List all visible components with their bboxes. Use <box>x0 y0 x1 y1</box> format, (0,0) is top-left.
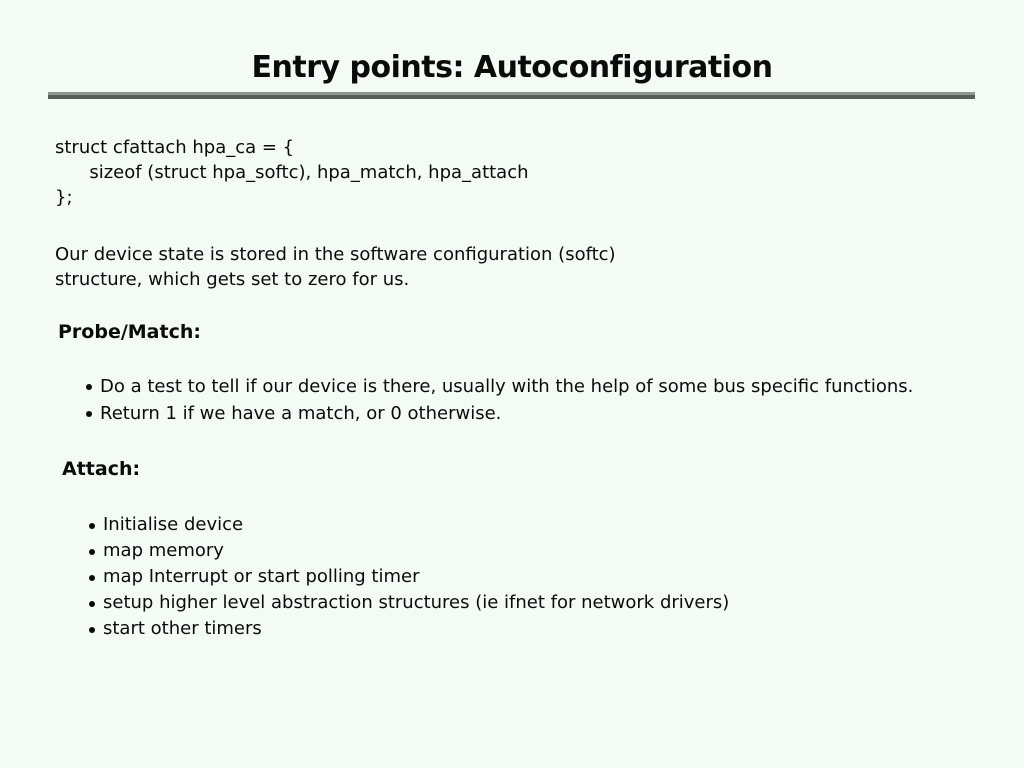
section-heading-probe-match: Probe/Match: <box>58 321 201 343</box>
list-item: map Interrupt or start polling timer <box>89 564 1004 590</box>
list-item: start other timers <box>89 616 1004 642</box>
attach-list: Initialise device map memory map Interru… <box>0 512 1024 642</box>
list-item: map memory <box>89 538 1004 564</box>
code-line: }; <box>55 187 73 208</box>
bullet-icon <box>86 411 92 417</box>
list-item: setup higher level abstraction structure… <box>89 590 1004 616</box>
list-item: Return 1 if we have a match, or 0 otherw… <box>86 400 1004 427</box>
list-item-label: setup higher level abstraction structure… <box>103 592 730 613</box>
code-block: struct cfattach hpa_ca = { sizeof (struc… <box>55 135 1024 210</box>
list-item: Initialise device <box>89 512 1004 538</box>
bullet-icon <box>89 601 95 607</box>
bullet-icon <box>89 575 95 581</box>
list-item-label: map Interrupt or start polling timer <box>103 566 420 587</box>
page-title: Entry points: Autoconfiguration <box>251 50 773 85</box>
bullet-icon <box>89 627 95 633</box>
list-item-label: start other timers <box>103 618 262 639</box>
code-line: struct cfattach hpa_ca = { <box>55 137 295 158</box>
title-divider <box>48 92 975 99</box>
list-item-label: Initialise device <box>103 514 244 535</box>
list-item-label: map memory <box>103 540 224 561</box>
list-item-label: Do a test to tell if our device is there… <box>100 376 914 397</box>
code-line: sizeof (struct hpa_softc), hpa_match, hp… <box>55 162 529 183</box>
bullet-icon <box>86 384 92 390</box>
list-item: Do a test to tell if our device is there… <box>86 373 1004 400</box>
bullet-icon <box>89 523 95 529</box>
intro-paragraph: Our device state is stored in the softwa… <box>55 244 616 290</box>
section-heading-attach: Attach: <box>62 458 141 480</box>
probe-match-list: Do a test to tell if our device is there… <box>0 373 1024 427</box>
bullet-icon <box>89 549 95 555</box>
list-item-label: Return 1 if we have a match, or 0 otherw… <box>100 403 502 424</box>
